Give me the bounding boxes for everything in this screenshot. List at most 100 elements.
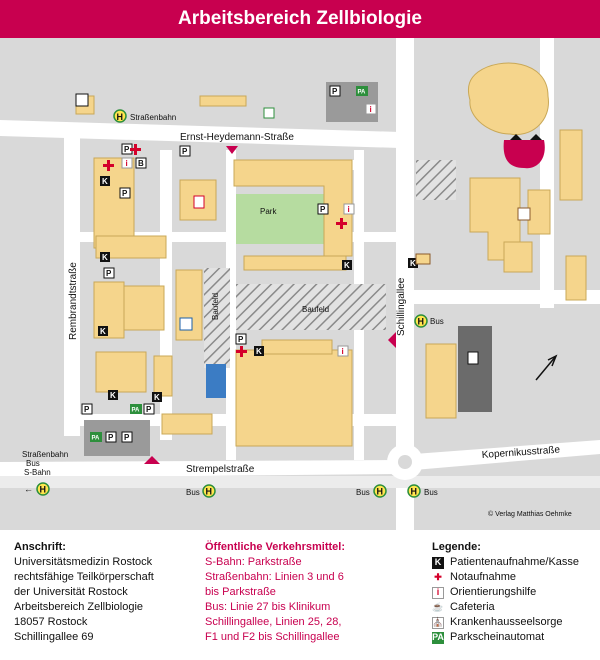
stop-h-letter: H [418,317,425,327]
pa-marker [356,86,368,96]
parking-machine-markers: PA PA PA [90,86,368,442]
bus-stop-right-b[interactable]: H Bus [407,484,438,498]
cafeteria-icon: ☕ [432,602,444,612]
info-marker-label: i [342,347,344,356]
transport-heading: Öffentliche Verkehrsmittel: [205,541,345,553]
k-marker-label: K [110,391,116,400]
bus-right-b-label: Bus [424,488,438,497]
legend-label: Patientenaufnahme/Kasse [450,556,580,568]
building-east-3 [527,189,551,235]
misc-icons [75,93,531,365]
bus-center-label: Bus [186,488,200,497]
pa-marker [130,404,142,414]
transport-line: Schillingallee, Linien 25, 28, [205,616,342,628]
k-marker [342,260,352,270]
tram-stop-top-left[interactable]: H Straßenbahn [113,109,176,123]
p-marker [105,431,117,443]
stop-h-icon [36,482,50,496]
stop-h-letter: H [377,487,384,497]
emergency-cross-icon [336,218,347,229]
parking-markers: P P P P P P P P P P P [81,85,341,443]
stop-h-letter: H [206,487,213,497]
inner-road-3 [226,150,236,460]
transport-line: Straßenbahn: Linien 3 und 6 [205,571,344,583]
entrance-arrow-target-left [510,134,522,140]
k-marker [408,258,418,268]
building-north-bar [243,255,347,271]
roundabout-center [398,455,412,469]
k-marker-label: K [100,327,106,336]
legend-heading: Legende: [432,541,481,553]
p-marker-label: P [146,405,152,414]
k-marker-label: K [256,347,262,356]
pa-marker-label: PA [358,90,367,96]
transport-block: Öffentliche Verkehrsmittel: S-Bahn: Park… [205,540,425,645]
emergency-cross-icon [130,144,141,155]
p-marker-label: P [84,405,90,414]
building-east-1 [425,343,457,419]
p-marker-label: P [182,147,188,156]
baufeld-horizontal-area [236,284,386,330]
emergency-cross-icon [103,160,114,171]
address-line: 18057 Rostock [14,616,88,628]
legend-item-parking-machine: PA Parkscheinautomat [432,630,598,645]
cafeteria-icon [415,253,431,265]
info-marker [343,203,355,215]
park-label: Park [260,207,277,216]
left-sbahn-label: S-Bahn [24,468,51,477]
building-east-4 [559,129,583,201]
stop-h-icon [373,484,387,498]
p-marker-label: P [238,335,244,344]
address-heading: Anschrift: [14,541,66,553]
target-building-zellbiologie[interactable] [503,140,545,169]
pa-marker [90,432,102,442]
b-marker [135,157,147,169]
building-main-clinic [235,349,353,447]
building-oval-north [467,62,549,136]
transport-line: F1 und F2 bis Schillingallee [205,631,340,643]
entrance-arrow-schilling [388,332,396,348]
p-marker [329,85,341,97]
emergency-markers [103,144,347,357]
k-marker-label: K [344,261,350,270]
bus-stop-right-a[interactable]: Bus H [356,484,387,498]
building-main-wing [261,339,333,355]
chapel-icon [179,317,193,331]
stop-left-multi[interactable]: Straßenbahn Bus S-Bahn ← H [22,450,68,496]
transport-line: Bus: Linie 27 bis Klinikum [205,601,331,613]
legend-label: Cafeteria [450,601,495,613]
baufeld-vertical-label: Baufeld [211,293,220,320]
p-marker-label: P [106,269,112,278]
stop-h-icon [407,484,421,498]
p-marker-label: P [124,145,130,154]
stop-h-icon [113,109,127,123]
bus-stop-schillingallee[interactable]: H Bus [414,314,444,328]
restroom-icon [75,93,89,107]
strempel-road [0,460,396,478]
building-west-5 [95,351,147,393]
k-marker [100,176,110,186]
left-bus-label: Bus [26,459,40,468]
legend-item-cafeteria: ☕ Cafeteria [432,600,598,615]
transport-line: S-Bahn: Parkstraße [205,556,302,568]
left-arrow-icon: ← [24,484,33,494]
stop-h-letter: H [40,485,47,495]
info-marker-label: i [126,159,128,168]
k-marker-label: K [410,259,416,268]
address-line: der Universität Rostock [14,586,128,598]
stop-h-icon [202,484,216,498]
building-west-4 [123,285,165,331]
p-marker [121,431,133,443]
pa-marker-label: PA [132,408,141,414]
bus-stop-center[interactable]: Bus H [186,484,216,498]
kopernikus-road [414,440,600,470]
legend-block: Legende: K Patientenaufnahme/Kasse ✚ Not… [432,540,598,645]
lift-icon [467,351,479,365]
stop-h-icon [414,314,428,328]
bus-schilling-label: Bus [430,317,444,326]
legend-item-k: K Patientenaufnahme/Kasse [432,555,598,570]
transport-line: bis Parkstraße [205,586,276,598]
campus-map[interactable]: Ernst-Heydemann-Straße Rembrandtstraße S… [0,38,600,530]
entrance-arrow-target-right [530,134,542,140]
hatched-area-right [416,160,456,200]
